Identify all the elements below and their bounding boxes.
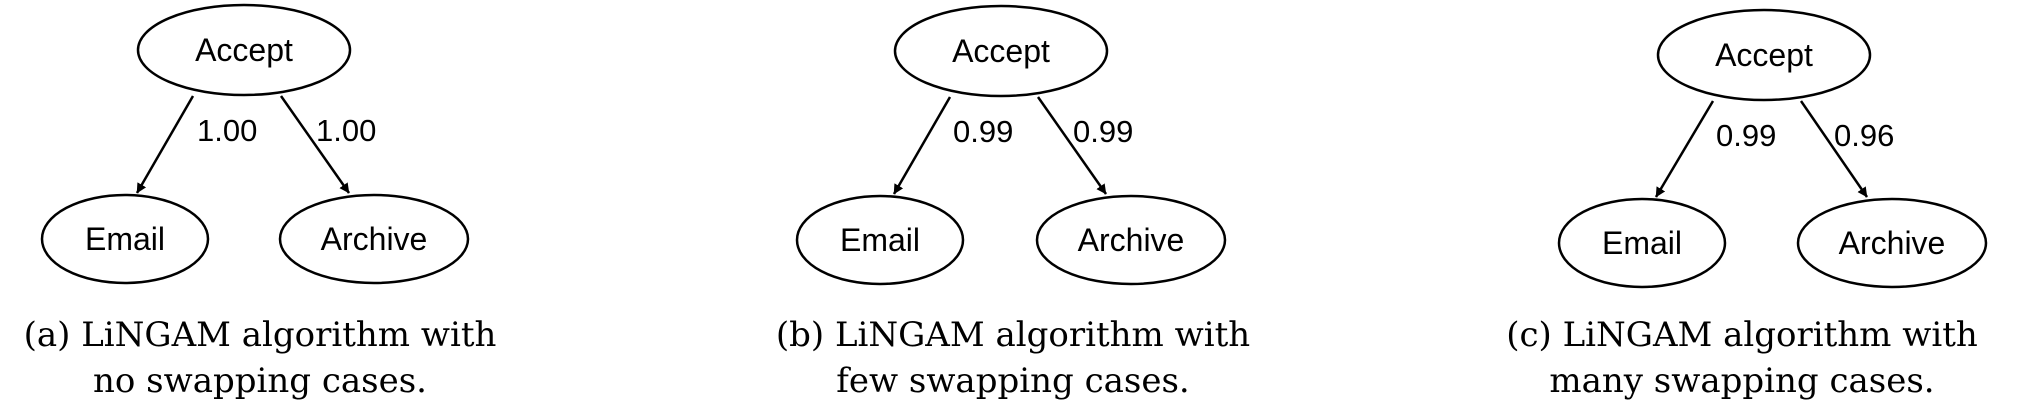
caption-line: many swapping cases. — [1549, 361, 1935, 401]
svg-text:Email: Email — [85, 221, 165, 257]
node-email: Email — [795, 194, 965, 286]
svg-text:Accept: Accept — [195, 32, 293, 68]
svg-text:Accept: Accept — [952, 33, 1050, 69]
panel-a-graph: Accept Email Archive 1.00 1.00 — [40, 3, 470, 285]
node-archive: Archive — [1035, 194, 1227, 286]
node-accept: Accept — [1656, 8, 1872, 102]
edge-weight-archive: 1.00 — [316, 113, 376, 148]
node-email: Email — [40, 193, 210, 285]
node-accept: Accept — [136, 3, 352, 97]
caption-line: few swapping cases. — [836, 361, 1190, 401]
node-accept: Accept — [893, 4, 1109, 98]
edge-weight-email: 0.99 — [1716, 118, 1776, 153]
edge-weight-archive: 0.96 — [1834, 118, 1894, 153]
svg-text:Archive: Archive — [321, 221, 428, 257]
svg-text:Archive: Archive — [1078, 222, 1185, 258]
caption-a: (a) LiNGAM algorithm with no swapping ca… — [0, 312, 540, 404]
caption-line: no swapping cases. — [92, 361, 427, 401]
edge-weight-email: 0.99 — [953, 114, 1013, 149]
caption-line: (b) LiNGAM algorithm with — [775, 315, 1251, 355]
caption-b: (b) LiNGAM algorithm with few swapping c… — [733, 312, 1293, 404]
edge-accept-email — [1654, 100, 1715, 198]
panel-b-graph: Accept Email Archive 0.99 0.99 — [795, 4, 1227, 286]
svg-text:Archive: Archive — [1839, 225, 1946, 261]
edge-accept-email — [135, 95, 195, 194]
svg-text:Email: Email — [1602, 225, 1682, 261]
node-email: Email — [1557, 197, 1727, 289]
edge-weight-archive: 0.99 — [1073, 114, 1133, 149]
svg-text:Accept: Accept — [1715, 37, 1813, 73]
node-archive: Archive — [278, 193, 470, 285]
edge-accept-archive — [1799, 100, 1869, 198]
caption-line: (a) LiNGAM algorithm with — [23, 315, 497, 355]
edge-accept-archive — [1036, 96, 1108, 195]
node-archive: Archive — [1796, 197, 1988, 289]
edge-accept-archive — [279, 95, 351, 194]
edge-weight-email: 1.00 — [197, 113, 257, 148]
edge-accept-email — [892, 96, 952, 195]
caption-c: (c) LiNGAM algorithm with many swapping … — [1462, 312, 2022, 404]
svg-text:Email: Email — [840, 222, 920, 258]
panel-c-graph: Accept Email Archive 0.99 0.96 — [1557, 8, 1988, 289]
caption-line: (c) LiNGAM algorithm with — [1506, 315, 1978, 355]
